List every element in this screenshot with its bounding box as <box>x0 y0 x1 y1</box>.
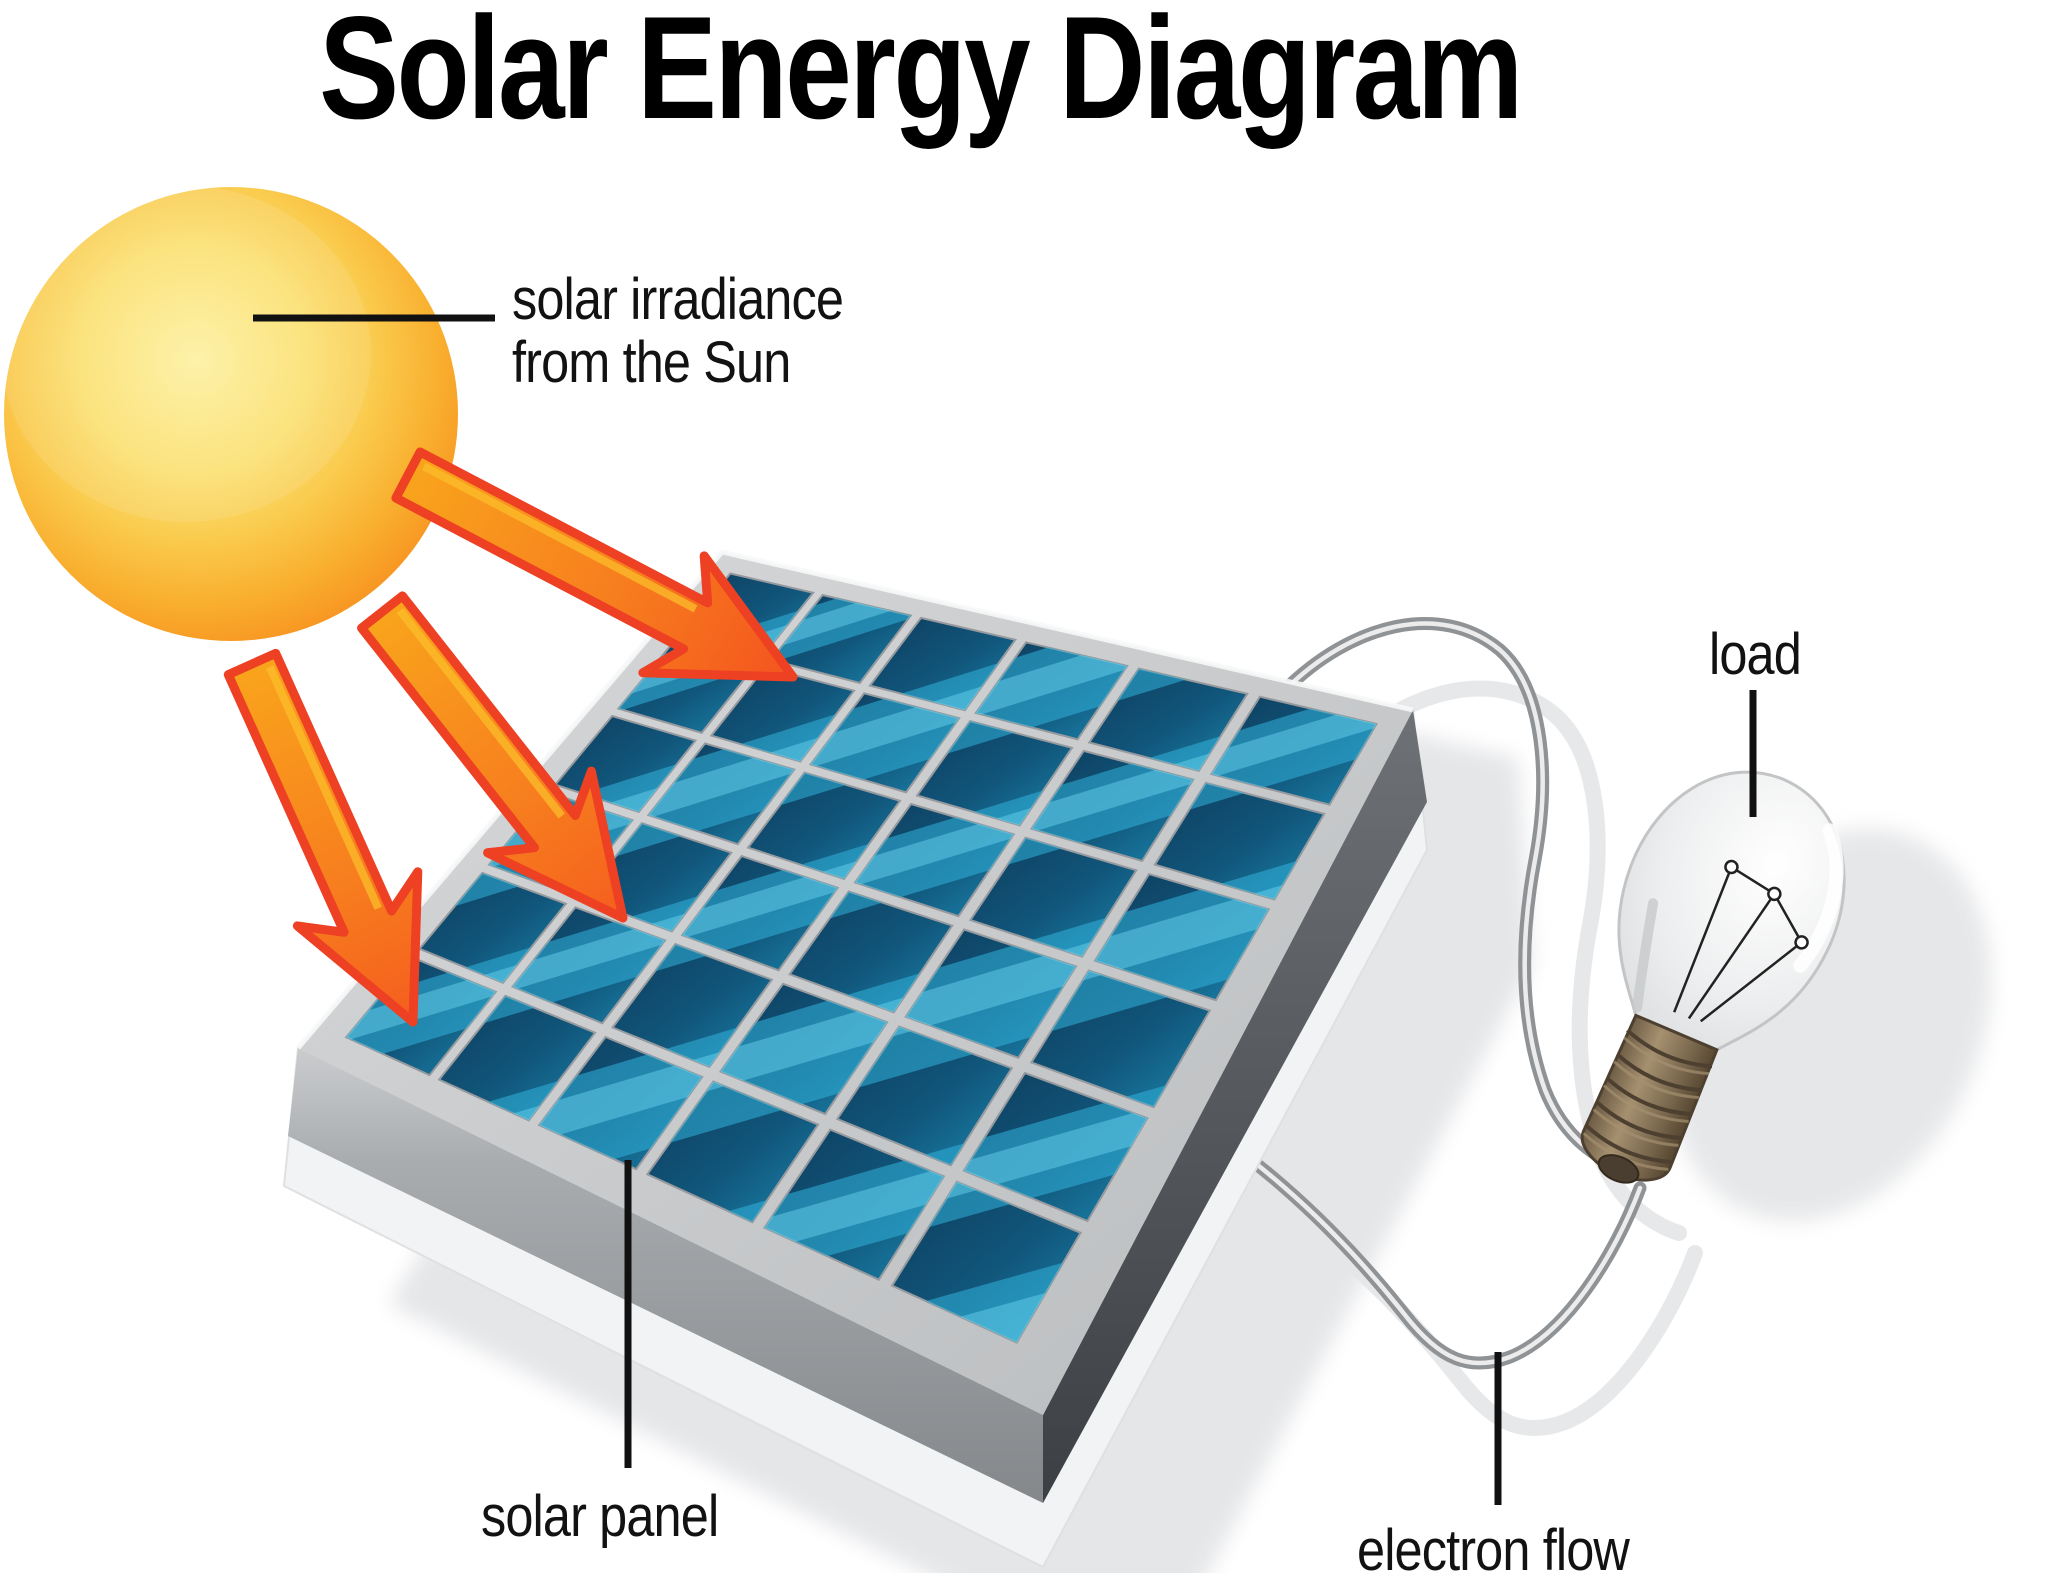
bulb-base-thread-light <box>1623 1036 1710 1076</box>
light-bulb <box>1580 770 1846 1184</box>
label-electron-flow: electron flow <box>1357 1518 1630 1583</box>
bulb-filament <box>1673 859 1809 1023</box>
bulb-base-thread <box>1626 1028 1713 1069</box>
bulb-base-thread-light <box>1613 1060 1699 1100</box>
sun-ray-arrow-highlight <box>266 665 382 910</box>
panel-frame-highlight <box>296 549 1414 1050</box>
bulb-base-thread-light <box>1602 1084 1689 1123</box>
label-solar-irradiance-line1: solar irradiance <box>512 267 844 332</box>
bulb-base-thread <box>1615 1052 1703 1093</box>
panel-stripe <box>346 711 1377 1042</box>
sun-ray-arrow-highlight <box>396 608 565 819</box>
panel-stripe <box>915 1259 1074 1343</box>
bulb-contact-tip <box>1597 1154 1640 1184</box>
wire-upper-highlight <box>1282 621 1627 1171</box>
sun-ray-arrow-1 <box>391 447 798 682</box>
bulb-glass <box>1617 770 1846 1052</box>
diagram-title: Solar Energy Diagram <box>319 0 1523 149</box>
bulb-base-thread <box>1585 1124 1672 1164</box>
bulb-base-thread-light <box>1592 1108 1679 1147</box>
sun-ray-arrow-shape <box>357 591 628 923</box>
sun-disc <box>4 187 458 641</box>
sun-highlight <box>1 186 371 522</box>
label-solar-irradiance-line2: from the Sun <box>512 330 791 395</box>
label-solar-irradiance: solar irradiance from the Sun <box>512 267 844 395</box>
sun-icon <box>1 186 458 641</box>
solar-panel <box>282 549 1429 1569</box>
bulb-glass-shade <box>1632 898 1659 1013</box>
label-load: load <box>1709 622 1802 687</box>
bulb-base-thread <box>1595 1100 1682 1141</box>
sun-ray-arrow-3 <box>223 648 423 1027</box>
label-solar-panel: solar panel <box>481 1484 719 1549</box>
bulb-screw-base <box>1580 1013 1719 1184</box>
sun-ray-arrow-2 <box>357 591 628 923</box>
sun-ray-arrow-shape <box>223 648 423 1027</box>
panel-stripe <box>346 705 1377 1057</box>
wire-lower-highlight <box>1147 1092 1643 1366</box>
sun-ray-arrow-highlight <box>421 462 698 613</box>
bulb-glass-highlight <box>1793 823 1844 973</box>
panel-side-right <box>1043 710 1427 1503</box>
panel-side-left <box>288 1048 1043 1503</box>
bulb-base-thread <box>1605 1076 1692 1117</box>
